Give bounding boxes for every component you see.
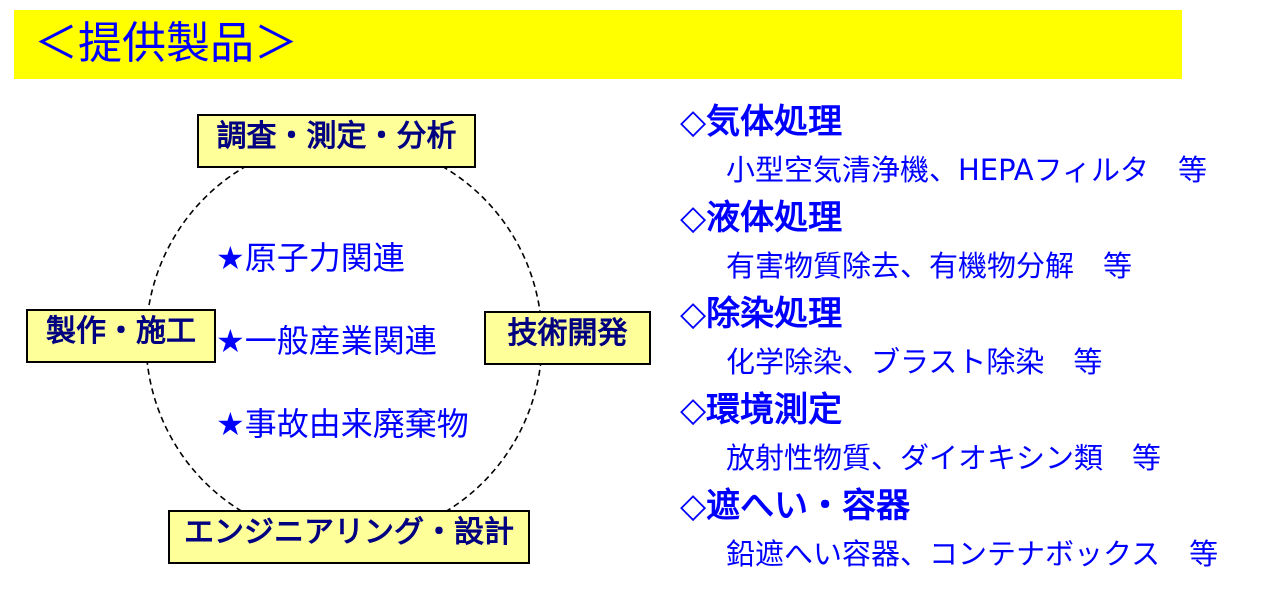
product-item: ◇遮へい・容器 鉛遮へい容器、コンテナボックス 等	[680, 484, 1270, 580]
box-fabrication-construction: 製作・施工	[26, 309, 216, 363]
product-item: ◇環境測定 放射性物質、ダイオキシン類 等	[680, 388, 1270, 484]
page-title: ＜提供製品＞	[34, 18, 298, 69]
product-item: ◇液体処理 有害物質除去、有機物分解 等	[680, 196, 1270, 292]
sector-nuclear: ★原子力関連	[216, 239, 405, 277]
product-heading: ◇遮へい・容器	[680, 486, 911, 526]
product-list: ◇気体処理 小型空気清浄機、HEPAフィルタ 等 ◇液体処理 有害物質除去、有機…	[680, 100, 1270, 580]
sector-accident-waste: ★事故由来廃棄物	[216, 405, 469, 443]
sector-general-industry: ★一般産業関連	[216, 322, 437, 360]
title-banner: ＜提供製品＞	[14, 10, 1182, 79]
box-survey-measurement-analysis: 調査・測定・分析	[197, 114, 476, 168]
box-technology-development: 技術開発	[484, 311, 651, 365]
product-detail: 化学除染、ブラスト除染 等	[726, 345, 1103, 379]
product-detail: 小型空気清浄機、HEPAフィルタ 等	[726, 153, 1208, 187]
product-item: ◇気体処理 小型空気清浄機、HEPAフィルタ 等	[680, 100, 1270, 196]
product-heading: ◇気体処理	[680, 102, 843, 142]
box-engineering-design: エンジニアリング・設計	[168, 510, 530, 564]
product-heading: ◇除染処理	[680, 294, 843, 334]
product-item: ◇除染処理 化学除染、ブラスト除染 等	[680, 292, 1270, 388]
product-detail: 放射性物質、ダイオキシン類 等	[726, 441, 1162, 475]
product-heading: ◇環境測定	[680, 390, 843, 430]
product-detail: 有害物質除去、有機物分解 等	[726, 249, 1133, 283]
product-detail: 鉛遮へい容器、コンテナボックス 等	[726, 537, 1219, 571]
product-heading: ◇液体処理	[680, 198, 843, 238]
